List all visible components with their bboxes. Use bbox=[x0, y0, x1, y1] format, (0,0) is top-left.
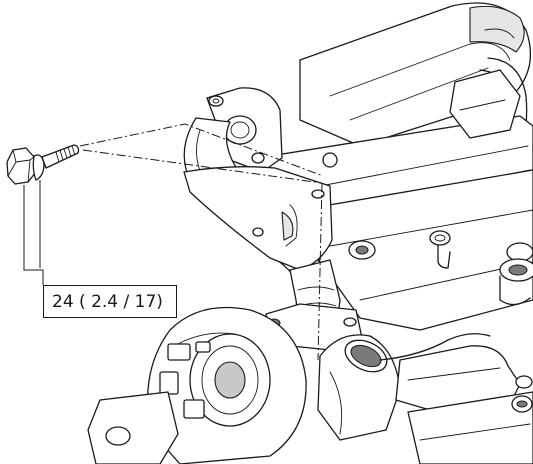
torque-spec-text: 24 ( 2.4 / 17) bbox=[52, 291, 163, 312]
engine-block-section bbox=[299, 169, 533, 331]
torque-spec-label: 24 ( 2.4 / 17) bbox=[43, 285, 177, 318]
turbocharger bbox=[87, 303, 533, 464]
installation-lines bbox=[23, 123, 324, 361]
flange-bolt-icon bbox=[6, 144, 80, 185]
